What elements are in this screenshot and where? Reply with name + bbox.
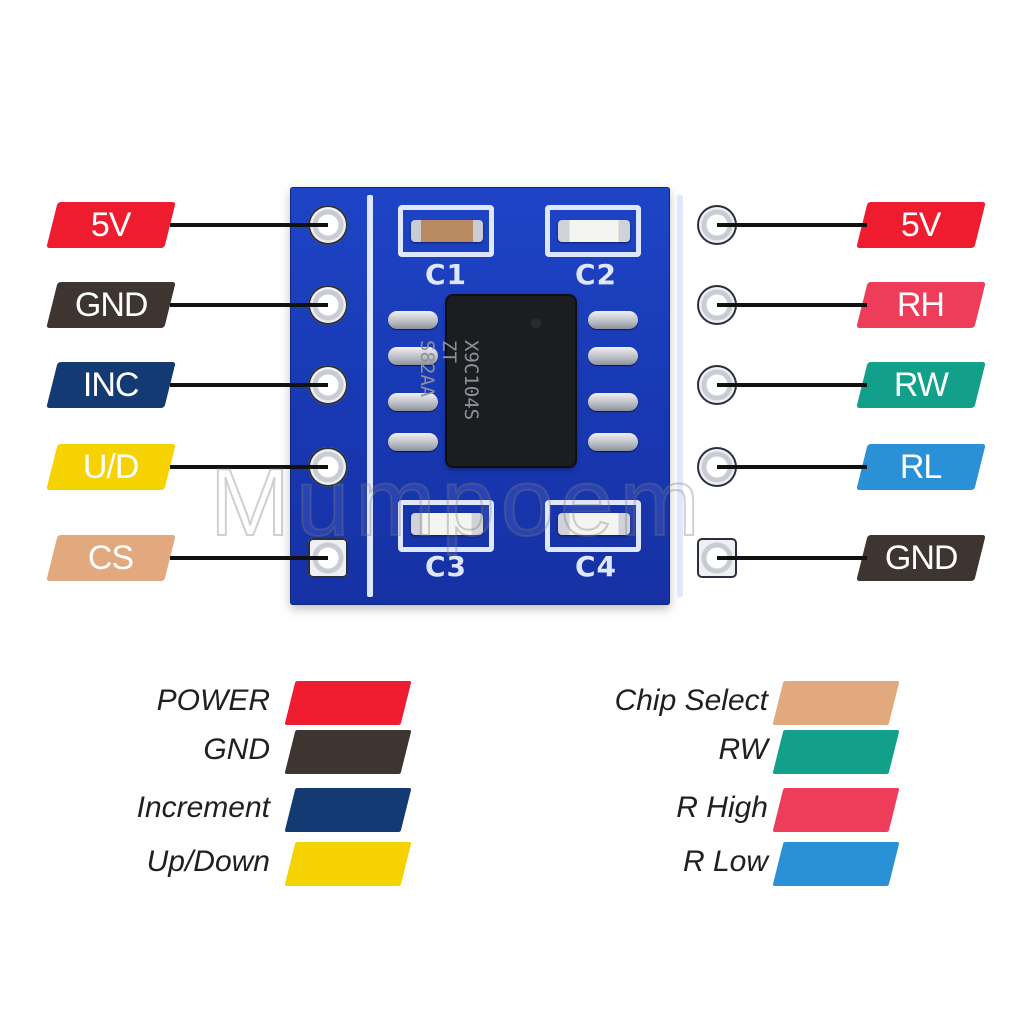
legend_right-swatch-4	[772, 842, 900, 886]
chip-leg-right-4	[588, 433, 638, 451]
chip-leg-right-2	[588, 347, 638, 365]
right-pin-wire-3	[717, 383, 867, 387]
right-pin-tag-5v: 5V	[856, 202, 986, 248]
right-pin-tag-rw: RW	[856, 362, 986, 408]
left-pin-tag-gnd: GND	[46, 282, 176, 328]
capacitor-c1	[411, 220, 483, 242]
legend_left-label-1: POWER	[156, 684, 270, 717]
left-pin-wire-1	[170, 223, 328, 227]
silkscreen-line-left	[367, 195, 373, 597]
capacitor-label-c2: C2	[575, 258, 618, 291]
chip-pin1-dot	[531, 318, 541, 328]
left-pin-wire-4	[170, 465, 328, 469]
right-pin-label: RW	[893, 365, 949, 404]
right-pin-tag-rl: RL	[856, 444, 986, 490]
chip-leg-left-2	[388, 347, 438, 365]
legend_left-swatch-4	[284, 842, 412, 886]
legend_right-swatch-1	[772, 681, 900, 725]
left-pin-label: U/D	[83, 447, 139, 486]
legend_left-swatch-2	[284, 730, 412, 774]
chip-marking-line1: X9C104S	[460, 340, 482, 421]
legend_left-swatch-3	[284, 788, 412, 832]
capacitor-c2	[558, 220, 630, 242]
left-pin-label: 5V	[91, 205, 131, 244]
legend_right-swatch-3	[772, 788, 900, 832]
capacitor-footprint-c2	[545, 205, 641, 257]
chip-leg-left-1	[388, 311, 438, 329]
legend_left-label-3: Increment	[136, 791, 270, 824]
right-pin-wire-5	[717, 556, 867, 560]
legend_left-label-2: GND	[203, 733, 270, 766]
legend_right-label-3: R High	[676, 791, 768, 824]
chip-marking-line2: ZT	[438, 340, 460, 363]
chip-marking-line3: S82AA	[416, 340, 438, 398]
capacitor-label-c4: C4	[575, 550, 618, 583]
left-pin-wire-3	[170, 383, 328, 387]
capacitor-footprint-c1	[398, 205, 494, 257]
silkscreen-line-right	[677, 195, 683, 597]
capacitor-label-c1: C1	[425, 258, 468, 291]
capacitor-footprint-c3	[398, 500, 494, 552]
legend_left-label-4: Up/Down	[146, 845, 270, 878]
capacitor-label-c3: C3	[425, 550, 468, 583]
chip-leg-left-3	[388, 393, 438, 411]
right-pin-label: RL	[900, 447, 942, 486]
left-pin-label: INC	[83, 365, 139, 404]
left-pin-label: CS	[88, 538, 134, 577]
chip-leg-right-3	[588, 393, 638, 411]
left-pin-wire-5	[170, 556, 328, 560]
left-pin-tag-5v: 5V	[46, 202, 176, 248]
ic-chip	[447, 296, 575, 466]
capacitor-c3	[411, 513, 483, 535]
right-pin-label: 5V	[901, 205, 941, 244]
chip-leg-right-1	[588, 311, 638, 329]
right-pin-wire-2	[717, 303, 867, 307]
legend_right-swatch-2	[772, 730, 900, 774]
left-pin-label: GND	[74, 285, 148, 324]
legend_right-label-2: RW	[718, 733, 768, 766]
capacitor-footprint-c4	[545, 500, 641, 552]
right-pin-label: GND	[884, 538, 958, 577]
legend_left-swatch-1	[284, 681, 412, 725]
left-pin-wire-2	[170, 303, 328, 307]
left-pin-tag-cs: CS	[46, 535, 176, 581]
legend_right-label-4: R Low	[682, 845, 768, 878]
right-pin-wire-1	[717, 223, 867, 227]
capacitor-c4	[558, 513, 630, 535]
right-pin-tag-gnd: GND	[856, 535, 986, 581]
right-pin-wire-4	[717, 465, 867, 469]
chip-leg-left-4	[388, 433, 438, 451]
left-pin-tag-ud: U/D	[46, 444, 176, 490]
legend_right-label-1: Chip Select	[614, 684, 768, 717]
right-pin-label: RH	[897, 285, 945, 324]
right-pin-tag-rh: RH	[856, 282, 986, 328]
left-pin-tag-inc: INC	[46, 362, 176, 408]
